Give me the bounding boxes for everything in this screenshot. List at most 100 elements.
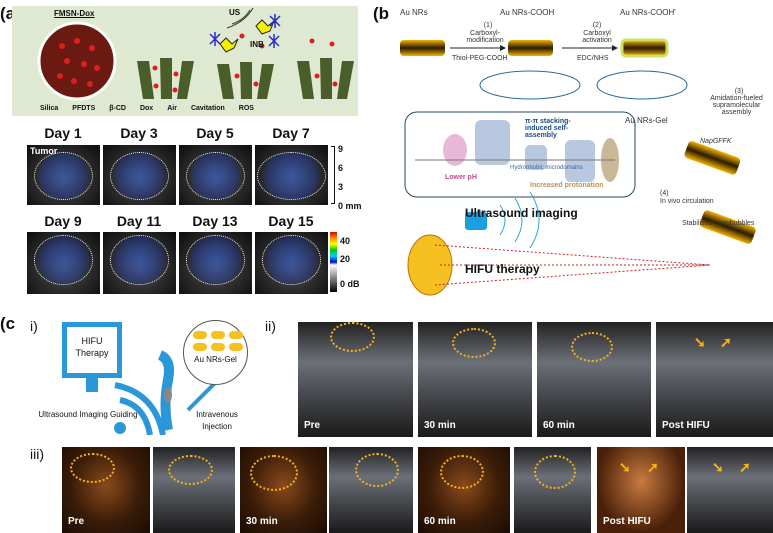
bmode-frame	[514, 447, 591, 533]
nanobubbles-label: Stabilized nanobubbles	[682, 220, 755, 227]
arrow-icon: ➚	[739, 459, 751, 475]
fmsn-schematic: FMSN-Dox US INB Silica PFDTS β-CD Dox Ai…	[12, 6, 358, 116]
protonation-label: Increased protonation	[530, 182, 604, 189]
ultrasound-image	[103, 232, 176, 294]
lower-ph-label: Lower pH	[445, 174, 477, 181]
ultrasound-image	[255, 145, 328, 205]
day-label: Day 3	[120, 125, 158, 141]
frame-label: Post HIFU	[662, 420, 710, 431]
colorbar-tick: 40	[340, 236, 351, 246]
frame-label: Pre	[304, 420, 321, 431]
step3-num: (3)	[734, 88, 744, 95]
day-label: Day 9	[44, 213, 82, 229]
fmsn-illustration	[37, 7, 354, 101]
stage-label: Au NRs-COOH	[500, 8, 555, 17]
depth-ticks: 9 6 3 0 mm	[338, 140, 362, 216]
contrast-frame: 30 min	[240, 447, 327, 533]
ultrasound-image: Tumor	[27, 145, 100, 205]
stage-label: Au NRs	[400, 8, 428, 17]
colorbar-ticks: 40 20 0 dB	[340, 228, 360, 304]
day-label: Day 11	[116, 213, 162, 229]
day-label: Day 1	[44, 125, 82, 141]
monitor-label: HIFU Therapy	[75, 336, 109, 358]
depth-tick: 3	[338, 182, 344, 192]
frame-label: Post HIFU	[603, 516, 651, 527]
ultrasound-image	[27, 232, 100, 294]
step3-text: Amidation-fueled supramolecular assembly	[710, 95, 763, 116]
colorbar-tick: 20	[340, 254, 351, 264]
depth-scale	[331, 146, 335, 204]
step1-text: Carboxyl-modification	[466, 30, 504, 44]
day-label: Day 7	[272, 125, 310, 141]
step4-text: In vivo circulation	[660, 198, 714, 205]
frame-label: 60 min	[424, 516, 456, 527]
depth-tick: 0 mm	[338, 201, 362, 211]
legend-silica: Silica	[40, 105, 59, 112]
contrast-frame: Pre	[62, 447, 150, 533]
contrast-frame: ➘ ➚ Post HIFU	[597, 447, 685, 533]
hydrophobic-label: Hydrophobic microdomains	[510, 165, 583, 171]
arrow-icon: ➚	[720, 334, 732, 350]
panel-c-label: (c	[0, 314, 16, 333]
bmode-frame	[153, 447, 235, 533]
arrow-icon: ➘	[712, 459, 724, 475]
monitor-icon: HIFU Therapy	[62, 322, 122, 378]
us-imaging-label: Ultrasound imaging	[465, 206, 578, 220]
step1-reagent: Thiol-PEG-COOH	[452, 55, 508, 62]
subpanel-iii-label: iii)	[30, 446, 44, 462]
stacking-label: π-π stacking-induced self-assembly	[525, 118, 571, 139]
ultrasound-frame: Pre	[298, 322, 413, 437]
subpanel-ii-label: ii)	[265, 318, 276, 334]
gel-bubble: Au NRs-Gel	[183, 320, 248, 385]
ultrasound-image	[103, 145, 176, 205]
bmode-frame	[329, 447, 413, 533]
arrow-icon: ➚	[647, 459, 659, 475]
peptide-label: NapGFFK	[700, 138, 732, 145]
colorbar	[330, 232, 337, 292]
stage-label: Au NRs-COOH'	[620, 8, 676, 17]
ultrasound-frame: ➘ ➚ Post HIFU	[656, 322, 773, 437]
day-label: Day 13	[192, 213, 238, 229]
gel-label: Au NRs-Gel	[625, 116, 668, 125]
panel-b-label: (b	[373, 4, 390, 23]
day-label: Day 15	[268, 213, 314, 229]
frame-label: Pre	[68, 516, 85, 527]
bmode-frame: ➘➚	[687, 447, 773, 533]
day-label: Day 5	[196, 125, 234, 141]
depth-tick: 6	[338, 163, 344, 173]
frame-label: 30 min	[246, 516, 278, 527]
legend-ros: ROS	[238, 105, 254, 112]
arrow-icon: ➘	[619, 459, 631, 475]
legend-cavitation: Cavitation	[190, 105, 225, 112]
legend-bcd: β-CD	[109, 105, 126, 112]
hifu-label: HIFU therapy	[465, 262, 540, 276]
gel-text: Au NRs-Gel	[194, 355, 237, 364]
legend-air: Air	[167, 105, 177, 112]
schematic-legend: Silica PFDTS β-CD Dox Air Cavitation ROS	[40, 105, 254, 112]
frame-label: 30 min	[424, 420, 456, 431]
ultrasound-frame: 60 min	[537, 322, 651, 437]
legend-dox: Dox	[139, 105, 154, 112]
subpanel-i-label: i)	[30, 318, 38, 334]
ultrasound-image	[255, 232, 328, 294]
arrow-icon: ➘	[694, 334, 706, 350]
mouse-illustration	[114, 350, 230, 435]
guide-label: Ultrasound Imaging Guiding	[38, 410, 138, 419]
legend-pfdts: PFDTS	[72, 105, 96, 112]
colorbar-tick: 0 dB	[340, 279, 360, 289]
step2-text: Carboxyl activation	[582, 30, 612, 44]
us-label: US	[229, 8, 241, 17]
step4-num: (4)	[660, 190, 669, 197]
ultrasound-image	[179, 145, 252, 205]
fmsn-title: FMSN-Dox	[54, 9, 95, 18]
injection-label: Intravenous Injection	[196, 410, 238, 431]
step2-reagent: EDC/NHS	[577, 55, 609, 62]
synthesis-illustration	[400, 38, 756, 296]
step1-num: (1)	[483, 22, 493, 29]
panel-a-label: (a	[0, 4, 16, 23]
step2-num: (2)	[592, 22, 602, 29]
tumor-label: Tumor	[30, 146, 58, 156]
ultrasound-frame: 30 min	[418, 322, 532, 437]
depth-tick: 9	[338, 144, 344, 154]
inb-label: INB	[250, 40, 264, 49]
